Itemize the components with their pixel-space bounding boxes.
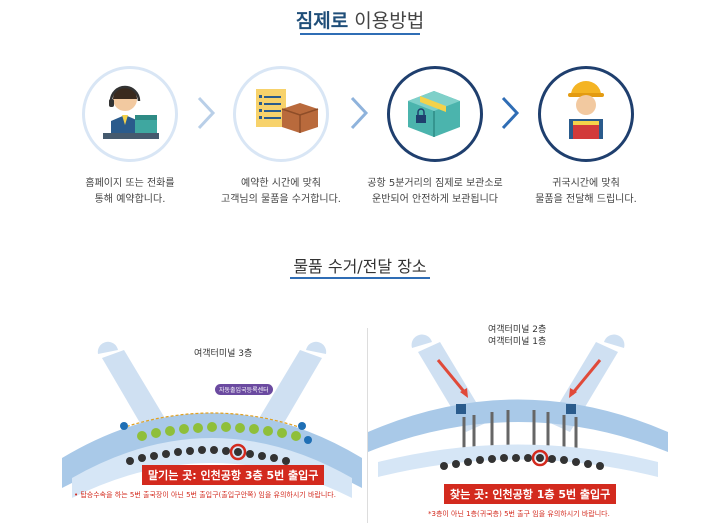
title-suffix: 이용방법 bbox=[348, 10, 425, 32]
auto-immigration-badge: 자동출입국등록센터 bbox=[215, 384, 273, 395]
terminal-1f-illustration bbox=[368, 334, 668, 477]
highlight-gate-marker bbox=[229, 443, 247, 461]
terminal-map-3f: 여객터미널 3층 자동출입국등록센터 말기는 곳: 인천공항 3층 5번 출입구… bbox=[62, 328, 362, 528]
brand-title: 짐제로 bbox=[295, 10, 349, 32]
chevron-right-icon bbox=[197, 96, 216, 130]
map-divider bbox=[367, 328, 368, 523]
headset-agent-icon bbox=[103, 85, 159, 139]
locked-box-icon bbox=[408, 91, 460, 137]
pickup-location-highlight: 찾는 곳: 인천공항 1층 5번 출입구 bbox=[444, 484, 617, 504]
dropoff-location-highlight: 말기는 곳: 인천공항 3층 5번 출입구 bbox=[142, 465, 325, 485]
pickup-note: *3층이 아닌 1층(귀국층) 5번 출구 임을 유의하시기 바랍니다. bbox=[428, 510, 610, 518]
gate-markers bbox=[126, 446, 290, 465]
dropoff-note: • 탑승수속을 하는 5번 출국장이 아닌 5번 출입구(출입구안쪽) 임을 유… bbox=[74, 491, 336, 499]
section-title: 물품 수거/전달 장소 bbox=[293, 257, 427, 276]
chevron-right-icon bbox=[501, 96, 520, 130]
step-2-circle bbox=[233, 66, 329, 162]
highlight-gate-marker bbox=[531, 449, 549, 467]
step-3-circle bbox=[387, 66, 483, 162]
step-1-circle bbox=[82, 66, 178, 162]
counter-markers bbox=[137, 422, 301, 441]
terminal-3f-label: 여객터미널 3층 bbox=[194, 349, 253, 359]
delivery-worker-icon bbox=[568, 81, 604, 139]
checklist-box-icon bbox=[256, 89, 319, 133]
title-underline bbox=[300, 33, 420, 35]
section-underline bbox=[290, 277, 430, 279]
gate-markers bbox=[440, 454, 604, 470]
page-title: 짐제로 이용방법 bbox=[0, 6, 720, 33]
step-4-circle bbox=[538, 66, 634, 162]
chevron-right-icon bbox=[350, 96, 369, 130]
terminal-3f-illustration bbox=[62, 341, 362, 498]
